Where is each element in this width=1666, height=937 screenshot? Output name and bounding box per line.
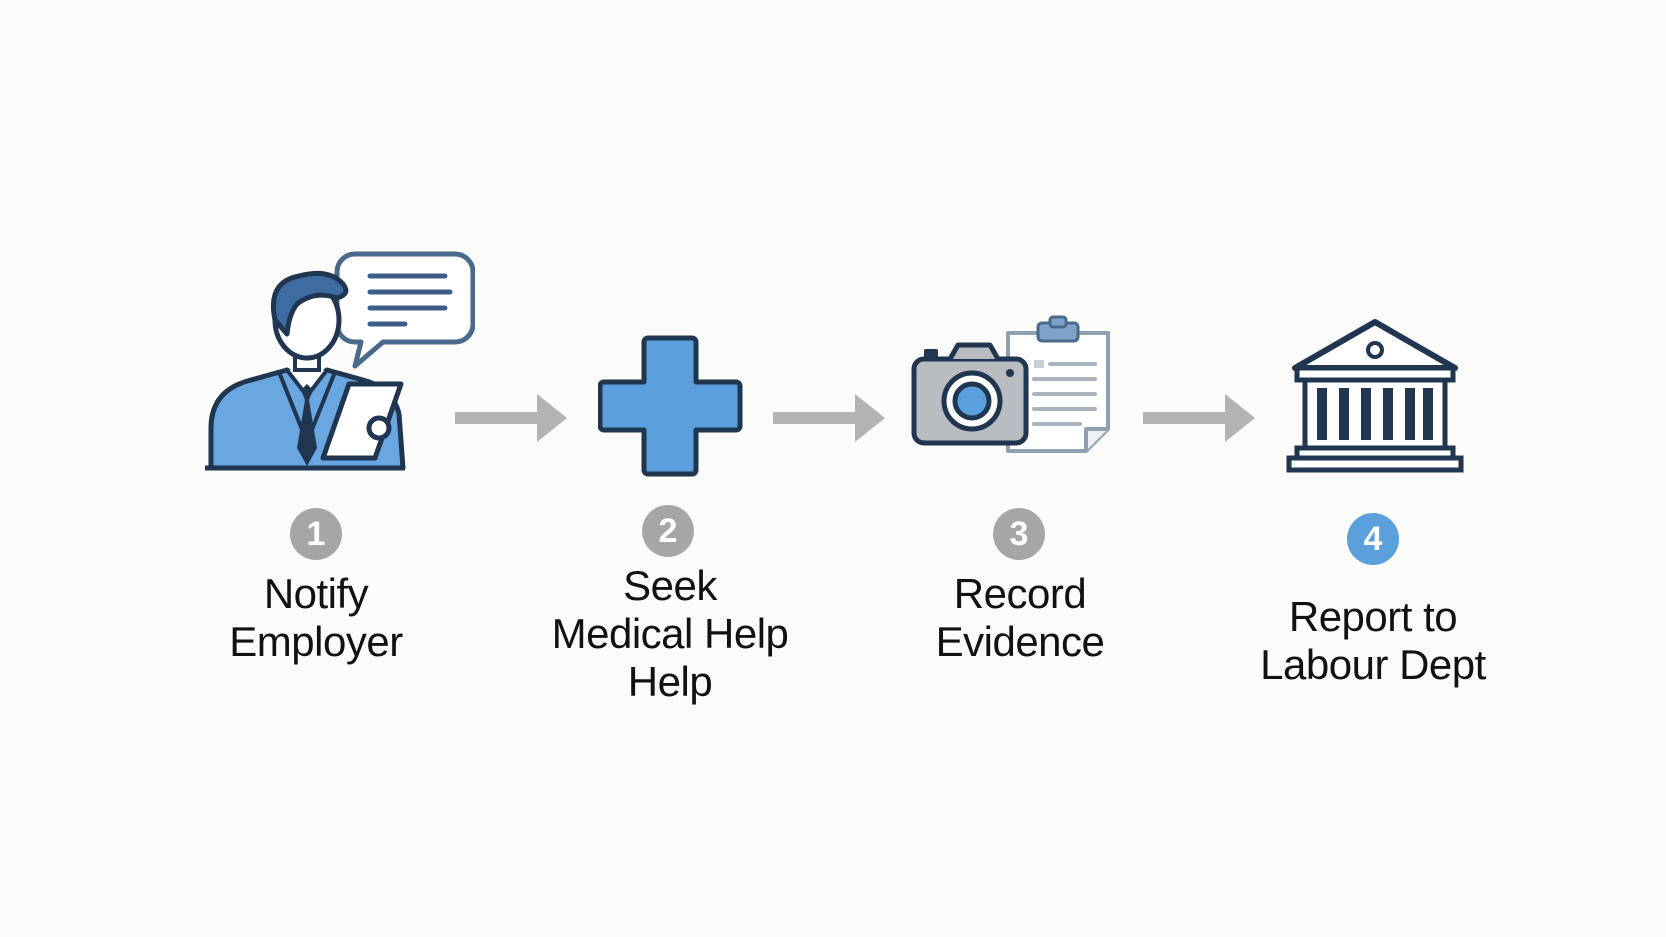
step-2-label-line: Help [627,658,713,705]
step-3-label-line: Evidence [935,618,1105,665]
step-1-label-line: Notify [263,570,369,617]
arrow-right-icon [773,394,885,442]
step-2-label-line: Seek [623,562,717,609]
step-1-number-badge: 1 [290,508,342,560]
government-building-icon [1286,319,1464,473]
camera-and-clipboard-icon [911,315,1110,453]
arrow-right-icon [1143,394,1255,442]
medical-cross-icon [598,335,743,477]
arrow-right-icon [455,394,567,442]
step-2-number-badge: 2 [642,505,694,557]
step-1-label: Notify Employer [146,570,486,666]
step-4-label: Report to Labour Dept [1203,593,1543,689]
step-3-label-line: Record [953,570,1087,617]
step-3-label: Record Evidence [850,570,1190,666]
step-2-label-line: Medical Help [551,610,789,657]
step-3-number-badge: 3 [993,508,1045,560]
step-2-label: Seek Medical Help Help [500,562,840,706]
step-4-number-badge: 4 [1347,513,1399,565]
step-4-label-line: Labour Dept [1260,641,1486,688]
step-1-label-line: Employer [229,618,403,665]
person-with-speech-bubble-icon [205,251,475,471]
step-4-label-line: Report to [1288,593,1458,640]
